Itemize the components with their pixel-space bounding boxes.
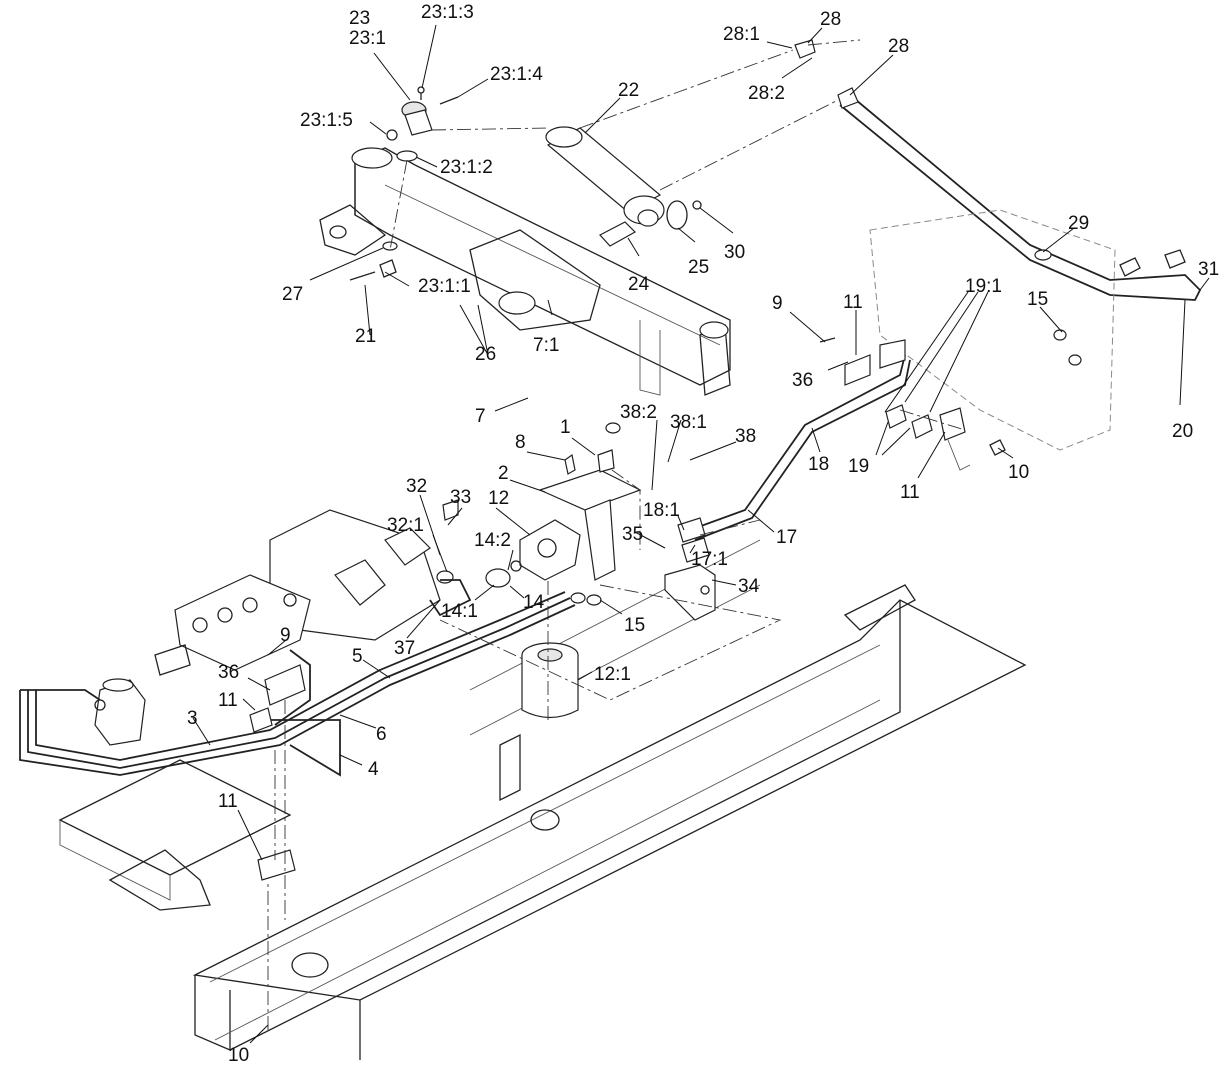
hose-assembly-right [794,39,1202,451]
callout-9-a: 9 [772,293,783,314]
callout-21: 21 [355,326,376,347]
callout-28-2: 28:2 [748,83,785,104]
callout-11-d: 11 [218,791,238,812]
callout-18: 18 [808,454,829,475]
steering-cylinder [545,126,702,247]
callout-28-b: 28 [888,36,909,57]
oil-filter [521,642,579,719]
callout-24: 24 [628,274,650,295]
callout-15-b: 15 [624,615,645,636]
callout-32: 32 [406,476,427,497]
callout-26: 26 [475,344,496,365]
callout-labels: 23 23:1 23:1:3 23:1:4 23:1:5 23:1:2 23:1… [187,2,1219,1066]
callout-25: 25 [688,257,709,278]
callout-31: 31 [1198,259,1219,280]
callout-18-1: 18:1 [643,500,680,521]
callout-10-a: 10 [1008,462,1029,483]
callout-36-b: 36 [218,662,239,683]
callout-6: 6 [376,724,387,745]
callout-37: 37 [394,638,415,659]
callout-19-1: 19:1 [965,276,1002,297]
callout-9-b: 9 [280,625,291,646]
callout-14-2: 14:2 [474,530,511,551]
callout-17: 17 [776,527,797,548]
callout-28-1: 28:1 [723,24,760,45]
callout-23-1-3: 23:1:3 [421,2,474,23]
tie-rod-end [349,86,459,281]
callout-38: 38 [735,426,756,447]
callout-8: 8 [515,432,526,453]
callout-23-1-1: 23:1:1 [418,276,471,297]
callout-5: 5 [352,646,363,667]
steering-motor-left [94,678,146,746]
callout-1: 1 [560,417,571,438]
callout-36-a: 36 [792,370,813,391]
hydraulic-lines-center [689,337,1006,541]
callout-34: 34 [738,576,760,597]
callout-23-1-2: 23:1:2 [440,157,493,178]
callout-22: 22 [618,80,639,101]
callout-12: 12 [488,488,509,509]
callout-19: 19 [848,456,869,477]
bracket-34 [664,517,716,621]
hydraulic-pump [154,499,472,676]
callout-15-a: 15 [1027,289,1048,310]
callout-20: 20 [1172,421,1193,442]
hydraulic-lines-lower [19,591,602,881]
callout-23-1-4: 23:1:4 [490,64,543,85]
callout-35: 35 [622,524,643,545]
callout-23-1: 23:1 [349,28,386,49]
front-axle [319,147,731,396]
callout-29: 29 [1068,213,1089,234]
callout-3: 3 [187,708,198,729]
callout-7-1: 7:1 [533,335,559,356]
callout-32-1: 32:1 [387,515,424,536]
callout-11-c: 11 [218,690,238,711]
callout-17-1: 17:1 [691,549,728,570]
main-frame-rail [58,539,1027,1060]
callout-27: 27 [282,284,303,305]
callout-14: 14 [523,592,545,613]
callout-11-b: 11 [900,482,920,503]
callout-30: 30 [724,242,745,263]
callout-38-2: 38:2 [620,402,657,423]
callout-11-a: 11 [843,292,863,313]
steering-valve [485,422,642,588]
callout-33: 33 [450,487,471,508]
callout-4: 4 [368,759,379,780]
callout-28-a: 28 [820,9,841,30]
callout-12-1: 12:1 [594,664,631,685]
leader-lines [192,24,1210,1044]
callout-7: 7 [475,406,486,427]
callout-2: 2 [498,463,509,484]
phantom-lines [267,39,966,1030]
callout-14-1: 14:1 [441,601,478,622]
callout-23: 23 [349,8,370,29]
callout-38-1: 38:1 [670,412,707,433]
callout-10-b: 10 [228,1045,249,1066]
callout-23-1-5: 23:1:5 [300,110,353,131]
